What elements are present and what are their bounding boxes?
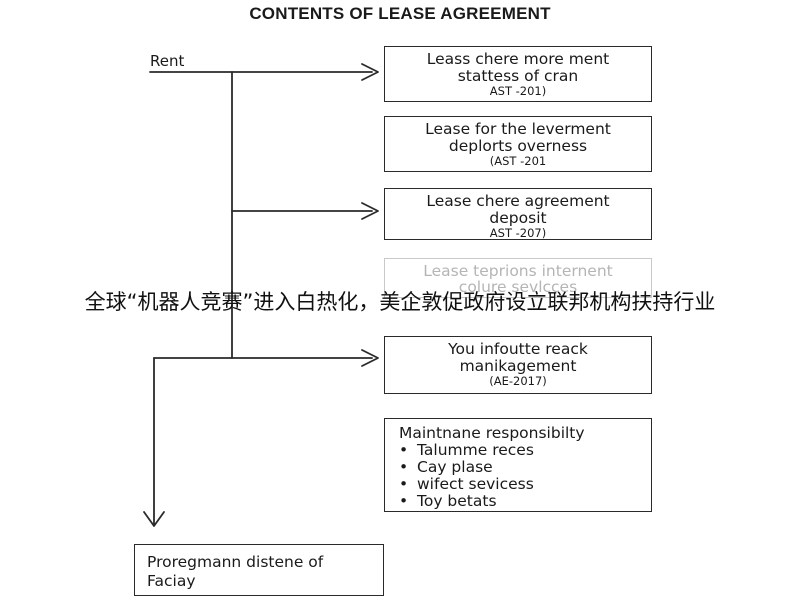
box-text-line: Lease teprions internent [423,262,613,280]
bottom-box: Proregmann distene of Faciay [134,544,384,596]
box-text-line: manikagement [459,357,577,375]
box-code: AST -201) [489,84,547,98]
lease-box-3: Lease chere agreement deposit AST -207) [384,188,652,240]
lease-box-4: Lease teprions internent colure sevlcces [384,258,652,298]
box-text-line: You infoutte reack [448,340,588,358]
box-text-line: Proregmann distene of [147,553,324,571]
box-text-line: Lease chere agreement [426,192,610,210]
rent-label: Rent [150,52,185,70]
box-text-line: deplorts overness [448,137,588,155]
box-text-line: deposit [489,209,547,227]
list-item: Cay plase [399,459,651,476]
arrowhead-deposit [361,202,379,220]
maintenance-heading: Maintnane responsibilty [399,424,585,442]
lease-box-1: Leass chere more ment stattess of cran A… [384,46,652,102]
arrowhead-rent [361,63,379,81]
list-item: wifect sevicess [399,476,651,493]
box-text-line: Faciay [147,572,196,590]
box-text-line: Leass chere more ment [426,50,610,68]
box-code: (AST -201 [489,154,547,168]
maintenance-list: Talumme reces Cay plase wifect sevicess … [399,442,651,510]
box-text-line: stattess of cran [457,67,579,85]
box-text-line: Lease for the leverment [425,120,611,138]
list-item: Talumme reces [399,442,651,459]
box-code: AST -207) [489,226,547,240]
box-text-line: colure sevlcces [458,278,578,296]
maintenance-box: Maintnane responsibilty Talumme reces Ca… [384,418,652,512]
lease-box-2: Lease for the leverment deplorts overnes… [384,116,652,172]
lease-box-5: You infoutte reack manikagement (AE-2017… [384,336,652,394]
box-code: (AE-2017) [489,374,547,388]
diagram-title: CONTENTS OF LEASE AGREEMENT [249,4,551,23]
list-item: Toy betats [399,493,651,510]
arrowhead-down [143,511,165,527]
overlay-caption: 全球“机器人竞赛”进入白热化，美企敦促政府设立联邦机构扶持行业 [84,290,716,314]
arrowhead-management [361,349,379,367]
